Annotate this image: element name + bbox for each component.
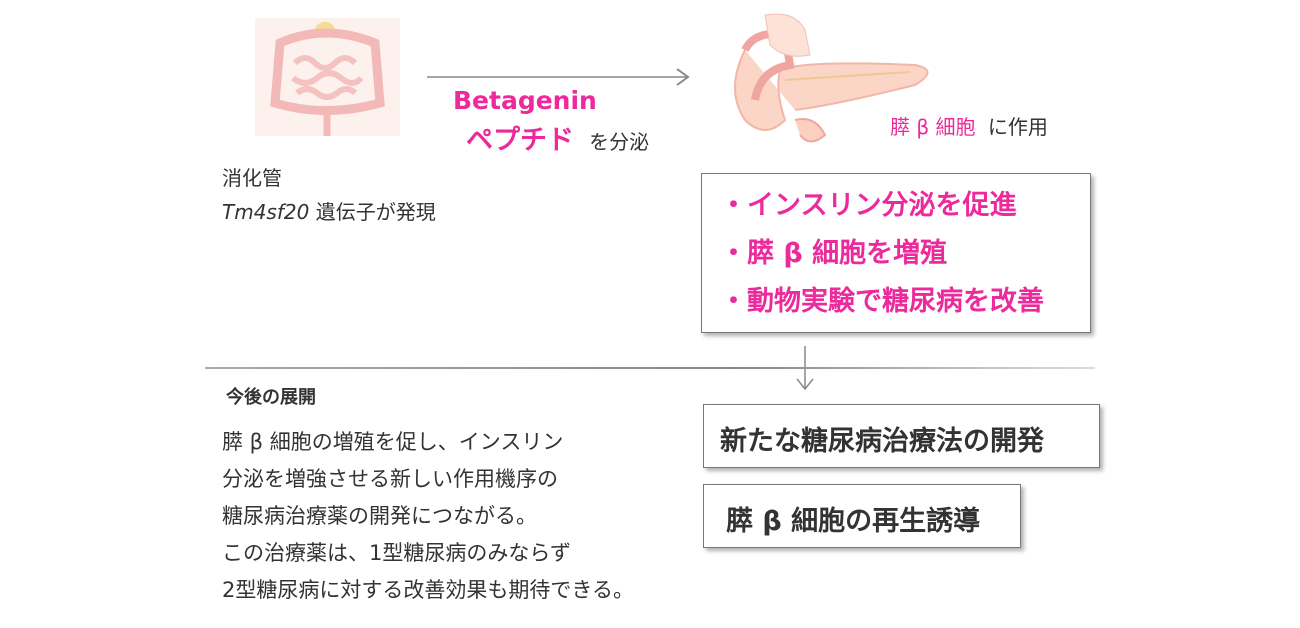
future-heading: 今後の展開: [226, 387, 316, 408]
intestine-illustration: [255, 18, 400, 136]
peptide-secretion: ペプチド を分泌: [466, 118, 649, 157]
effects-box: ・インスリン分泌を促進 ・膵 β 細胞を増殖 ・動物実験で糖尿病を改善: [701, 173, 1091, 333]
effect-item: ・膵 β 細胞を増殖: [720, 238, 948, 269]
outcome-box: 新たな糖尿病治療法の開発: [703, 404, 1100, 468]
paragraph-line: 糖尿病治療薬の開発につながる。: [222, 504, 537, 528]
effect-item: ・インスリン分泌を促進: [720, 190, 1017, 221]
paragraph-line: 膵 β 細胞の増殖を促し、インスリン: [222, 430, 564, 454]
secretion-text: を分泌: [589, 130, 650, 154]
outcome-text: 膵 β 細胞の再生誘導: [726, 506, 981, 537]
pancreas-action-text: に作用: [987, 115, 1048, 139]
beta-cell-label: 膵 β 細胞: [890, 115, 976, 139]
gene-name: Tm4sf20: [222, 200, 310, 224]
paragraph-line: 分泌を増強させる新しい作用機序の: [222, 467, 558, 491]
arrow-down-icon: [796, 346, 814, 391]
divider: [205, 367, 1095, 369]
peptide-name-en: Betagenin: [453, 86, 597, 115]
paragraph-line: この治療薬は、1型糖尿病のみならず: [222, 541, 571, 565]
gene-expression-text: 遺伝子が発現: [309, 200, 436, 224]
future-paragraph: 膵 β 細胞の増殖を促し、インスリン 分泌を増強させる新しい作用機序の 糖尿病治…: [222, 424, 634, 609]
arrow-right-icon: [427, 68, 690, 86]
effect-item: ・動物実験で糖尿病を改善: [720, 286, 1044, 317]
outcome-text: 新たな糖尿病治療法の開発: [720, 426, 1044, 457]
gut-label: 消化管: [222, 166, 282, 190]
paragraph-line: 2型糖尿病に対する改善効果も期待できる。: [222, 578, 634, 602]
gene-expression: Tm4sf20 遺伝子が発現: [222, 196, 436, 225]
pancreas-illustration: [734, 13, 929, 143]
pancreas-action: 膵 β 細胞 に作用: [890, 111, 1048, 140]
peptide-name-jp: ペプチド: [466, 125, 574, 156]
outcome-box: 膵 β 細胞の再生誘導: [703, 484, 1021, 548]
